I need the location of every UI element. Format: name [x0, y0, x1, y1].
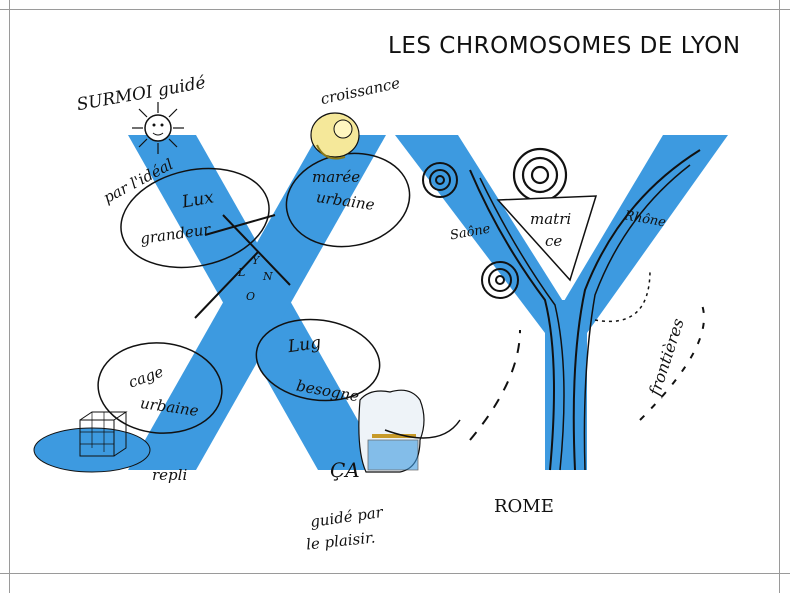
label-repli: repli: [152, 466, 188, 484]
label-lyon-l: L: [238, 266, 246, 279]
label-ca: ÇA: [330, 458, 360, 482]
frame-left-line: [9, 0, 10, 593]
river-ink-left-2: [479, 177, 565, 471]
spiral-icon-1: [422, 162, 458, 198]
spiral-icon-2: [512, 147, 568, 203]
cage-oval: [97, 342, 223, 434]
frame-bottom-line: [0, 573, 790, 574]
label-lyon-n: N: [263, 270, 273, 283]
river-ink-right: [572, 149, 701, 471]
spiral-icon-3: [481, 261, 519, 299]
lug-oval: [255, 318, 381, 402]
page-title: LES CHROMOSOMES DE LYON: [388, 33, 741, 59]
label-matrice-ce: ce: [545, 232, 563, 250]
cage-pool-icon: [33, 411, 151, 473]
y-right-arm: [545, 135, 728, 333]
quarry-worker-icon: [358, 389, 425, 473]
matrice-triangle: [496, 195, 598, 282]
frame-right-line: [779, 0, 780, 593]
frontier-dashed-line-3: [594, 269, 651, 323]
label-lyon-o: O: [246, 290, 256, 303]
frontier-dashed-line-4: [384, 419, 461, 439]
river-ink-right-2: [583, 164, 691, 471]
frontier-dashed-line-2: [639, 299, 705, 421]
x-ink-line-2: [222, 214, 291, 286]
river-ink-left: [469, 169, 555, 471]
baby-figure-icon: [310, 112, 360, 160]
frontier-dashed-line-1: [469, 329, 521, 441]
label-lyon-y: Y: [252, 254, 260, 267]
x-ink-line-3: [194, 251, 259, 319]
x-ink-line-1: [204, 214, 276, 236]
frame-top-line: [0, 9, 790, 10]
x-stroke-left-leg: [128, 135, 386, 470]
label-matrice: matri: [530, 210, 572, 228]
label-rome: ROME: [494, 496, 554, 517]
lux-oval: [120, 167, 270, 269]
label-maree: marée: [312, 168, 361, 186]
sun-icon: [132, 102, 184, 154]
